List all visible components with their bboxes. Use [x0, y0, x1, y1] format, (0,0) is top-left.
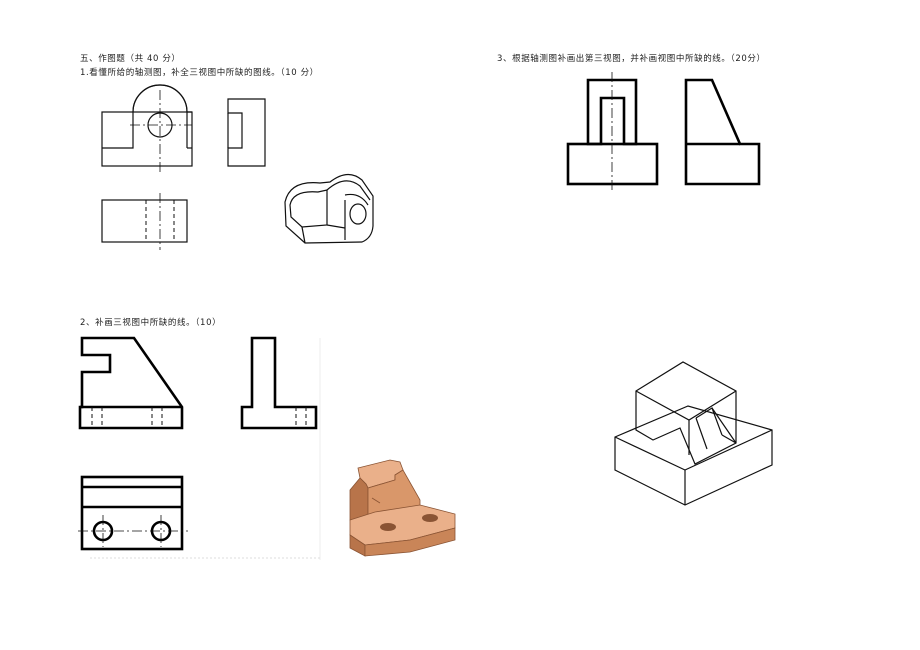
- q2-shaded-model: [349, 459, 456, 557]
- q2-side-view: [240, 336, 321, 560]
- question-1-text: 1.看懂所给的轴测图，补全三视图中所缺的图线。（10 分）: [80, 68, 319, 78]
- question-2-text: 2、补画三视图中所缺的线。（10）: [80, 318, 222, 328]
- q2-front-view: [78, 336, 184, 430]
- q3-front-view: [566, 72, 659, 190]
- q3-isometric: [614, 361, 773, 506]
- q1-front-view: [101, 84, 193, 172]
- q3-side-view: [684, 78, 761, 186]
- section-heading: 五、作图题（共 40 分）: [80, 54, 181, 64]
- q1-isometric: [284, 173, 374, 244]
- question-3-text: 3、根据轴测图补画出第三视图，并补画视图中所缺的线。（20分）: [497, 54, 766, 64]
- q1-top-view: [101, 193, 188, 250]
- q2-top-view: [78, 475, 320, 559]
- q1-side-view: [227, 98, 266, 167]
